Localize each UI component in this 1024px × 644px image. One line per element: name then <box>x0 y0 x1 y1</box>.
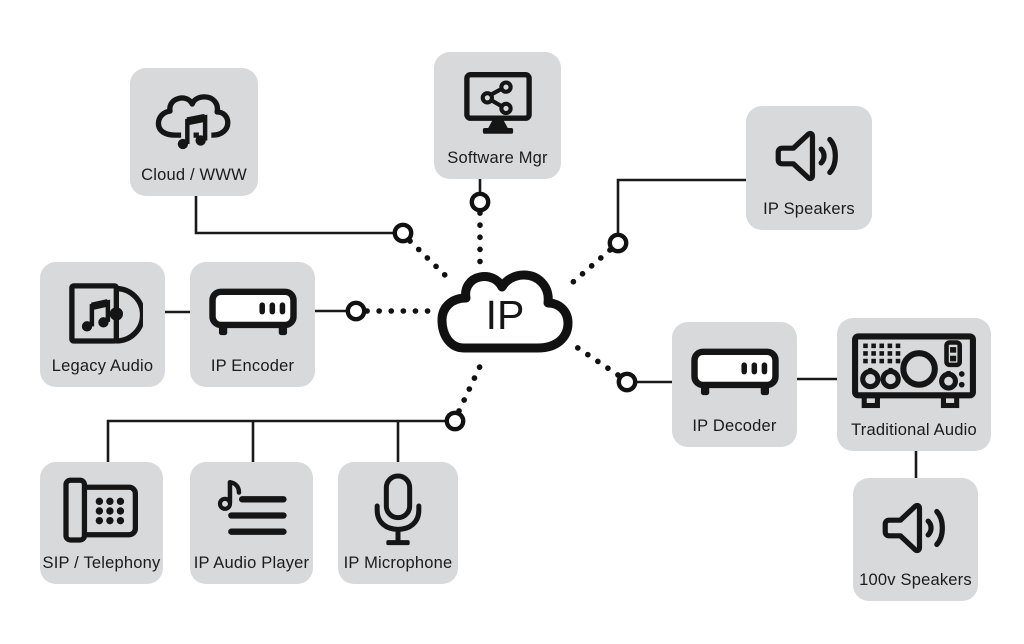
playlist-icon <box>217 480 287 536</box>
node-cloud-www: Cloud / WWW <box>130 68 258 196</box>
monitor-share-icon <box>463 71 532 134</box>
node-label: IP Microphone <box>343 553 453 572</box>
icon-wrap <box>130 68 258 167</box>
dotted-ip-decoder <box>566 339 621 378</box>
node-sip-telephony: SIP / Telephony <box>40 462 163 584</box>
node-ip-microphone: IP Microphone <box>338 462 458 584</box>
edge-bottom-bus <box>106 419 446 462</box>
speaker-icon <box>775 131 838 182</box>
node-label: IP Audio Player <box>193 553 310 572</box>
node-label: Cloud / WWW <box>141 165 247 184</box>
cloud-outline-icon <box>437 270 573 353</box>
dotted-cloud-www <box>407 238 451 281</box>
node-software-mgr: Software Mgr <box>434 52 561 179</box>
icon-wrap <box>434 52 561 150</box>
port-cloud-www <box>392 222 414 244</box>
node-label: IP Decoder <box>692 416 777 435</box>
dotted-bottom-bus <box>456 359 485 414</box>
port-software-mgr <box>469 191 491 213</box>
node-ip-encoder: IP Encoder <box>190 262 315 387</box>
ip-cloud: IP <box>437 270 573 353</box>
port-ip-decoder <box>616 371 638 393</box>
port-ip-encoder <box>345 300 367 322</box>
node-label: Software Mgr <box>447 148 548 167</box>
node-label: 100v Speakers <box>859 570 972 589</box>
icon-wrap <box>338 462 458 555</box>
node-label: SIP / Telephony <box>42 553 161 572</box>
node-traditional-audio: Traditional Audio <box>837 318 991 451</box>
port-bottom-bus <box>444 410 466 432</box>
node-100v-speakers: 100v Speakers <box>853 478 978 601</box>
icon-wrap <box>746 106 872 201</box>
icon-wrap <box>190 262 315 358</box>
speaker-icon <box>882 502 945 553</box>
node-label: Legacy Audio <box>51 356 154 375</box>
icon-wrap <box>40 462 163 555</box>
ip-cloud-label: IP <box>486 292 525 338</box>
disc-music-icon <box>68 282 143 344</box>
port-ip-speakers <box>607 232 629 254</box>
icon-wrap <box>190 462 313 555</box>
node-ip-decoder: IP Decoder <box>672 322 797 447</box>
node-ip-speakers: IP Speakers <box>746 106 872 230</box>
telephone-icon <box>62 477 138 543</box>
av-device-icon <box>208 288 297 335</box>
microphone-icon <box>374 473 422 546</box>
edge-ip-speakers <box>616 178 746 234</box>
edge-cloud-www <box>194 196 394 235</box>
icon-wrap <box>837 318 991 422</box>
amplifier-icon <box>852 333 976 408</box>
dotted-ip-speakers <box>562 247 613 292</box>
node-label: IP Encoder <box>210 356 295 375</box>
node-legacy-audio: Legacy Audio <box>40 262 165 387</box>
av-device-icon <box>690 348 779 395</box>
node-label: IP Speakers <box>763 199 855 218</box>
node-ip-audio-player: IP Audio Player <box>190 462 313 584</box>
icon-wrap <box>672 322 797 418</box>
icon-wrap <box>853 478 978 572</box>
icon-wrap <box>40 262 165 358</box>
node-label: Traditional Audio <box>851 420 977 439</box>
cloud-music-icon <box>155 94 231 151</box>
